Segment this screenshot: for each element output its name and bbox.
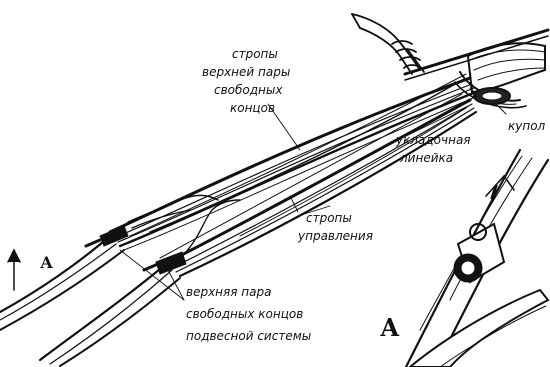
label-upper-risers-2: свободных концов — [186, 307, 303, 321]
marker-a-arrow — [8, 250, 20, 290]
label-upper-risers-3: подвесной системы — [186, 329, 311, 343]
inset-detail — [406, 150, 548, 367]
label-control-lines-2: управления — [297, 229, 373, 243]
label-upper-lines-4: концов — [230, 101, 275, 115]
label-upper-lines-3: свободных — [214, 83, 283, 97]
label-upper-lines-2: верхней пары — [202, 65, 290, 79]
risers — [0, 226, 186, 366]
label-canopy: купол — [508, 119, 546, 133]
label-control-lines-1: стропы — [306, 211, 352, 225]
marker-a-inset: А — [380, 313, 400, 342]
label-upper-lines-1: стропы — [232, 47, 278, 61]
control-lines-bundle — [160, 94, 476, 276]
label-ruler-2: линейка — [399, 151, 453, 165]
marker-a-left: А — [40, 253, 53, 272]
label-ruler-1: укладочная — [395, 133, 471, 147]
label-upper-risers-1: верхняя пара — [186, 285, 271, 299]
hand-illustration — [352, 14, 424, 74]
